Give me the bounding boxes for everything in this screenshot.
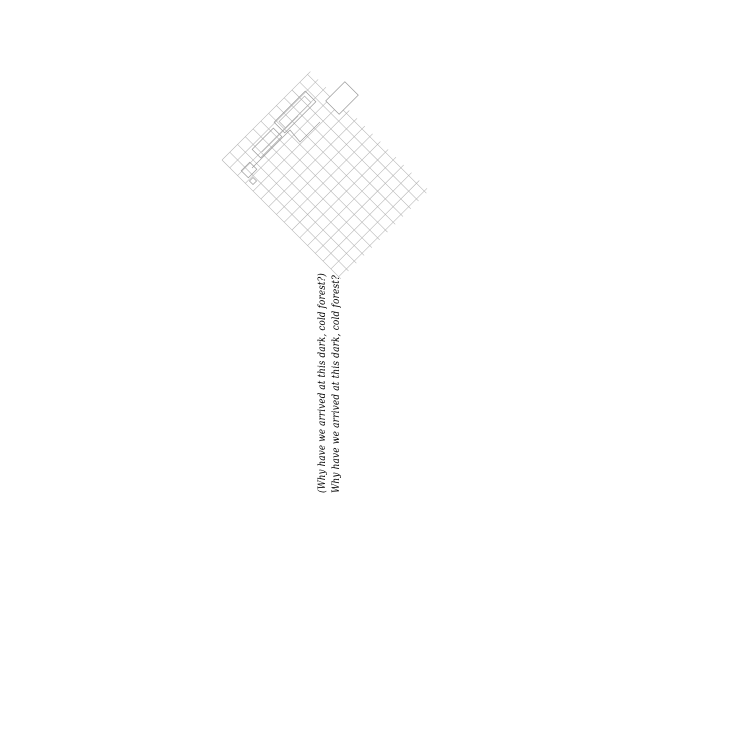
quote-line-inner: Why have we arrived at this dark, cold f… bbox=[331, 275, 342, 493]
quote: (Why have we arrived at this dark, cold … bbox=[317, 273, 342, 493]
quote-line-outer: (Why have we arrived at this dark, cold … bbox=[317, 273, 328, 493]
gridshell-structure bbox=[221, 71, 428, 279]
gridshell-bridge bbox=[325, 81, 359, 115]
